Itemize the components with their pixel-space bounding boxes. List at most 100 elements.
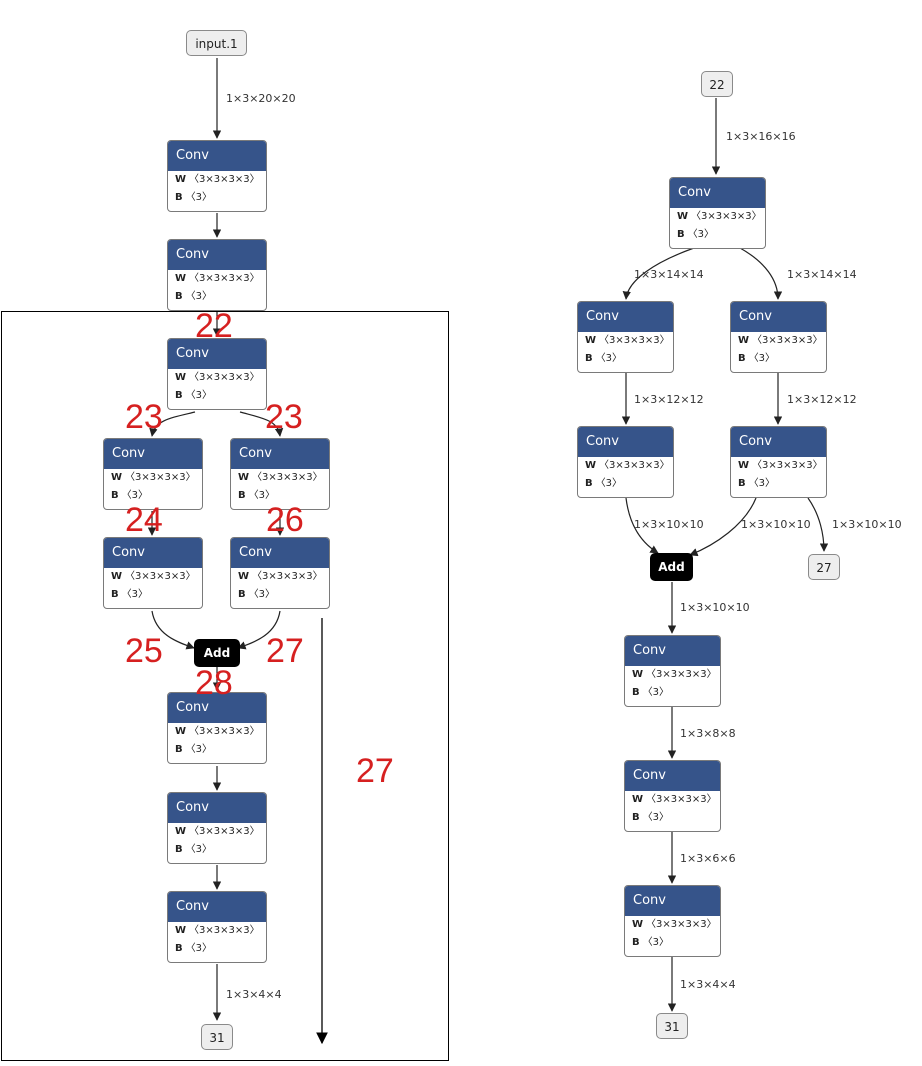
conv-node[interactable]: Conv W〈3×3×3×3〉 B〈3〉: [230, 537, 330, 609]
subgraph-frame: [1, 311, 449, 1061]
edge-label: 1×3×6×6: [680, 852, 736, 865]
weight-attr: W〈3×3×3×3〉: [585, 335, 670, 346]
conv-node[interactable]: Conv W〈3×3×3×3〉 B〈3〉: [624, 635, 721, 707]
edge-label: 1×3×10×10: [680, 601, 750, 614]
weight-attr: W〈3×3×3×3〉: [632, 794, 717, 805]
add-node[interactable]: Add: [194, 639, 240, 667]
conv-node[interactable]: Conv W〈3×3×3×3〉 B〈3〉: [730, 301, 827, 373]
conv-node[interactable]: Conv W〈3×3×3×3〉 B〈3〉: [167, 140, 267, 212]
edge-label: 1×3×10×10: [832, 518, 902, 531]
conv-node-title: Conv: [168, 240, 266, 270]
edge-label: 1×3×14×14: [634, 268, 704, 281]
edge-r-right-out27: [807, 497, 829, 552]
weight-attr: W〈3×3×3×3〉: [175, 726, 260, 737]
edge-r-left-add: [625, 497, 659, 554]
conv-node[interactable]: Conv W〈3×3×3×3〉 B〈3〉: [624, 885, 721, 957]
annotation-label: 23: [265, 398, 303, 436]
conv-node[interactable]: Conv W〈3×3×3×3〉 B〈3〉: [624, 760, 721, 832]
bias-attr: B〈3〉: [175, 844, 212, 855]
edge-conv3-right: [239, 411, 284, 437]
edge-label: 1×3×4×4: [226, 988, 282, 1001]
conv-node[interactable]: Conv W〈3×3×3×3〉 B〈3〉: [167, 692, 267, 764]
output-node-27[interactable]: 27: [808, 554, 840, 580]
annotation-label: 23: [125, 398, 163, 436]
bias-attr: B〈3〉: [111, 490, 148, 501]
conv-node-title: Conv: [731, 302, 826, 332]
edge-label: 1×3×8×8: [680, 727, 736, 740]
edge-r-right-add: [689, 497, 757, 557]
annotation-label: 27: [356, 752, 394, 790]
annotation-label: 25: [125, 632, 163, 670]
weight-attr: W〈3×3×3×3〉: [738, 335, 823, 346]
bias-attr: B〈3〉: [632, 687, 669, 698]
weight-attr: W〈3×3×3×3〉: [111, 472, 196, 483]
conv-node-title: Conv: [231, 538, 329, 568]
bias-attr: B〈3〉: [238, 490, 275, 501]
bias-attr: B〈3〉: [175, 390, 212, 401]
bias-attr: B〈3〉: [632, 812, 669, 823]
edge-right-add: [237, 610, 281, 650]
conv-node[interactable]: Conv W〈3×3×3×3〉 B〈3〉: [577, 301, 674, 373]
conv-node-title: Conv: [168, 892, 266, 922]
bias-attr: B〈3〉: [585, 478, 622, 489]
bias-attr: B〈3〉: [632, 937, 669, 948]
weight-attr: W〈3×3×3×3〉: [175, 826, 260, 837]
output-node[interactable]: 31: [201, 1024, 233, 1050]
conv-node-title: Conv: [731, 427, 826, 457]
bias-attr: B〈3〉: [175, 291, 212, 302]
conv-node[interactable]: Conv W〈3×3×3×3〉 B〈3〉: [103, 438, 203, 510]
conv-node-title: Conv: [104, 538, 202, 568]
conv-node-title: Conv: [168, 693, 266, 723]
bias-attr: B〈3〉: [175, 744, 212, 755]
conv-node-title: Conv: [578, 302, 673, 332]
conv-node[interactable]: Conv W〈3×3×3×3〉 B〈3〉: [103, 537, 203, 609]
conv-node-title: Conv: [625, 761, 720, 791]
bias-attr: B〈3〉: [738, 353, 775, 364]
conv-node[interactable]: Conv W〈3×3×3×3〉 B〈3〉: [167, 338, 267, 410]
annotation-label: 24: [125, 501, 163, 539]
annotation-label: 27: [266, 632, 304, 670]
conv-node[interactable]: Conv W〈3×3×3×3〉 B〈3〉: [669, 177, 766, 249]
edge-conv3-left: [149, 411, 196, 437]
bias-attr: B〈3〉: [585, 353, 622, 364]
conv-node[interactable]: Conv W〈3×3×3×3〉 B〈3〉: [167, 891, 267, 963]
weight-attr: W〈3×3×3×3〉: [677, 211, 762, 222]
add-node[interactable]: Add: [650, 553, 693, 581]
conv-node-title: Conv: [168, 141, 266, 171]
conv-node[interactable]: Conv W〈3×3×3×3〉 B〈3〉: [730, 426, 827, 498]
edge-label: 1×3×12×12: [787, 393, 857, 406]
conv-node[interactable]: Conv W〈3×3×3×3〉 B〈3〉: [167, 239, 267, 311]
conv-node-title: Conv: [670, 178, 765, 208]
weight-attr: W〈3×3×3×3〉: [738, 460, 823, 471]
edge-r-conv-right: [739, 247, 783, 300]
conv-node[interactable]: Conv W〈3×3×3×3〉 B〈3〉: [167, 792, 267, 864]
conv-node-title: Conv: [625, 886, 720, 916]
bias-attr: B〈3〉: [111, 589, 148, 600]
edge-label: 1×3×14×14: [787, 268, 857, 281]
output-node[interactable]: 31: [656, 1013, 688, 1039]
input-node[interactable]: 22: [701, 71, 733, 97]
annotation-label: 26: [266, 501, 304, 539]
conv-node-title: Conv: [625, 636, 720, 666]
annotation-label: 22: [195, 307, 233, 345]
conv-node[interactable]: Conv W〈3×3×3×3〉 B〈3〉: [230, 438, 330, 510]
bias-attr: B〈3〉: [175, 192, 212, 203]
edge-left-add: [151, 610, 195, 650]
weight-attr: W〈3×3×3×3〉: [111, 571, 196, 582]
conv-node-title: Conv: [231, 439, 329, 469]
bias-attr: B〈3〉: [175, 943, 212, 954]
weight-attr: W〈3×3×3×3〉: [585, 460, 670, 471]
conv-node-title: Conv: [168, 339, 266, 369]
bias-attr: B〈3〉: [738, 478, 775, 489]
conv-node[interactable]: Conv W〈3×3×3×3〉 B〈3〉: [577, 426, 674, 498]
edge-label: 1×3×10×10: [634, 518, 704, 531]
bias-attr: B〈3〉: [677, 229, 714, 240]
weight-attr: W〈3×3×3×3〉: [238, 571, 323, 582]
edge-label: 1×3×4×4: [680, 978, 736, 991]
edge-label: 1×3×12×12: [634, 393, 704, 406]
conv-node-title: Conv: [168, 793, 266, 823]
weight-attr: W〈3×3×3×3〉: [632, 919, 717, 930]
input-node[interactable]: input.1: [186, 30, 247, 56]
conv-node-title: Conv: [578, 427, 673, 457]
